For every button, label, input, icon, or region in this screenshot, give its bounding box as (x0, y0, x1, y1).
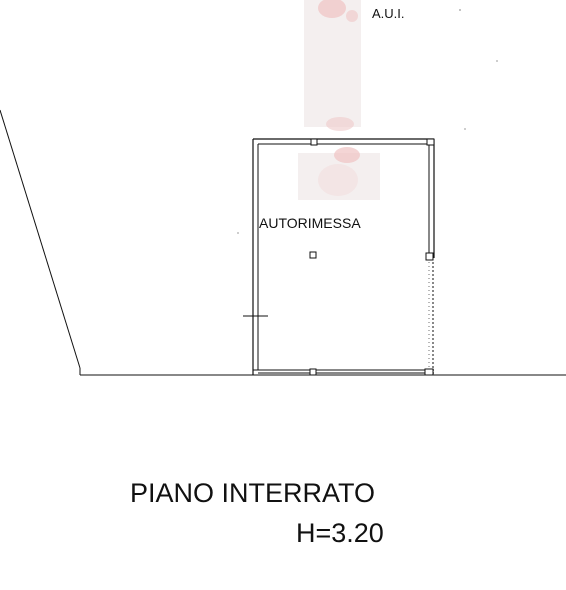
site-boundary-line (0, 109, 81, 369)
garage-walls (252, 138, 435, 375)
speck-mark (464, 128, 466, 130)
aui-label: A.U.I. (372, 6, 405, 21)
floor-title: PIANO INTERRATO (130, 478, 376, 508)
pillar-center (309, 251, 317, 259)
crosshair-mark (243, 311, 268, 321)
pillar-top-mid (310, 138, 318, 146)
room-label-autorimessa: AUTORIMESSA (259, 215, 361, 231)
redacted-area-room (298, 147, 380, 200)
speck-mark (496, 60, 498, 62)
speck-mark (237, 232, 239, 234)
pillars (309, 138, 435, 376)
floor-height: H=3.20 (296, 518, 384, 548)
pillar-right-mid (425, 252, 434, 261)
redacted-area-top (304, 0, 361, 131)
pillar-bottom-mid (309, 368, 317, 376)
speck-mark (459, 9, 461, 11)
pillar-bottom-right (424, 368, 434, 376)
pillar-top-right (426, 138, 435, 146)
